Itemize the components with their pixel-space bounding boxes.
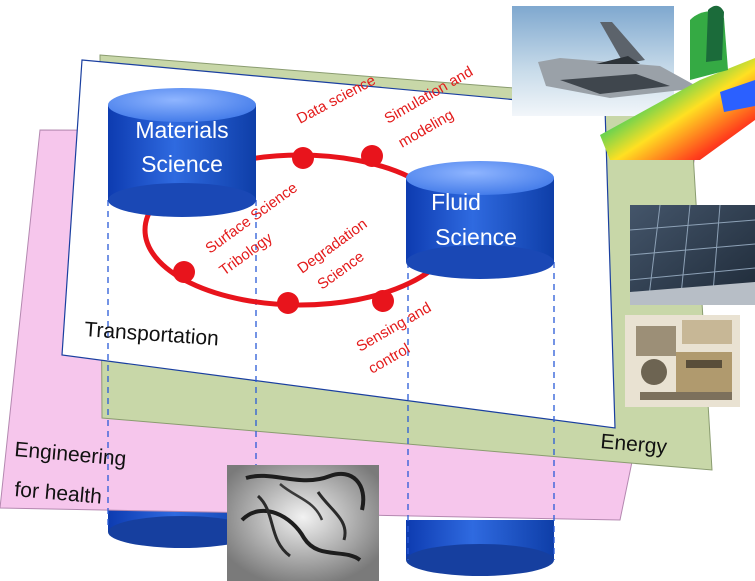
ring-node-4 (277, 292, 299, 314)
simulation-render (600, 5, 755, 160)
materials-label-line1: Materials (135, 117, 228, 143)
materials-label-line2: Science (141, 151, 223, 177)
fluid-label-line1: Fluid (431, 189, 481, 215)
fluid-science-cylinder (406, 161, 554, 279)
stent-photo (227, 465, 379, 581)
ring-node-5 (372, 290, 394, 312)
machinery-photo (625, 315, 740, 407)
ring-node-1 (292, 147, 314, 169)
ring-nodes (173, 145, 394, 314)
fluid-cylinder-base (406, 520, 554, 576)
ring-node-2 (361, 145, 383, 167)
aircraft-photo (512, 6, 700, 116)
materials-science-cylinder (108, 88, 256, 217)
solar-panels-photo (629, 204, 755, 306)
fluid-label-line2: Science (435, 224, 517, 250)
ring-node-3 (173, 261, 195, 283)
